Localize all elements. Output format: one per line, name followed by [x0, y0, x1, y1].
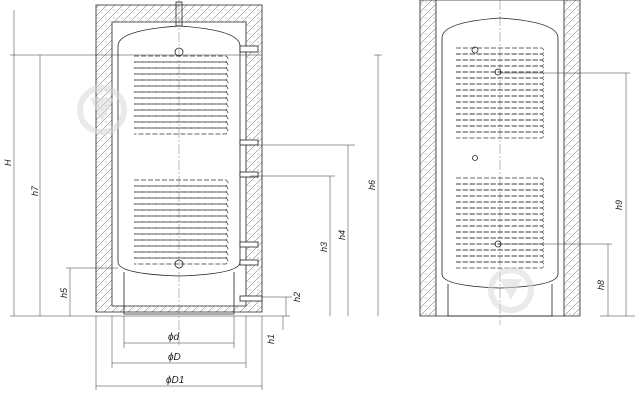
right-connection-3	[472, 155, 478, 161]
coil-turn	[134, 221, 229, 229]
left-side-pipes	[239, 45, 263, 302]
dim-H: H	[3, 159, 13, 166]
left-dimensions: H h7 h5 h2 h1 h3 h4 h6	[3, 10, 382, 344]
right-connection-1	[471, 46, 479, 54]
left-insulation	[95, 4, 263, 313]
coil-turn	[134, 191, 229, 199]
dim-h7: h7	[30, 185, 40, 196]
coil-turn	[456, 131, 545, 139]
right-view: h9 h8	[419, 0, 635, 325]
coil-turn	[134, 209, 229, 217]
coil-turn	[134, 203, 229, 211]
left-upper-coil	[134, 55, 229, 135]
right-upper-coil	[456, 47, 545, 139]
coil-turn	[134, 121, 229, 129]
dim-h5: h5	[59, 287, 69, 298]
coil-turn	[134, 115, 229, 123]
coil-turn	[134, 103, 229, 111]
dim-h9: h9	[614, 200, 624, 210]
coil-turn	[134, 179, 229, 187]
coil-turn	[134, 257, 229, 265]
dim-h8: h8	[596, 280, 606, 290]
left-diameter-dims: ϕd ϕD ϕD1	[95, 316, 263, 390]
coil-turn	[134, 239, 229, 247]
coil-turn	[134, 245, 229, 253]
coil-turn	[134, 197, 229, 205]
coil-turn	[134, 85, 229, 93]
coil-turn	[134, 227, 229, 235]
coil-turn	[134, 73, 229, 81]
coil-turn	[134, 55, 229, 63]
coil-turn	[134, 185, 229, 193]
right-connection-2	[494, 68, 502, 76]
watermark-logo-icon-right	[488, 267, 534, 313]
dim-h6: h6	[367, 180, 377, 190]
dim-h1: h1	[266, 334, 276, 344]
coil-turn	[134, 91, 229, 99]
coil-turn	[456, 261, 545, 269]
coil-turn	[134, 127, 229, 135]
coil-turn	[134, 61, 229, 69]
dim-phi-D1: ϕD1	[166, 375, 184, 386]
dim-phi-D: ϕD	[168, 352, 181, 363]
right-lower-coil	[456, 177, 545, 269]
right-insulation	[419, 0, 581, 317]
right-dimensions: h9 h8	[500, 72, 635, 317]
dim-phi-d: ϕd	[168, 332, 180, 343]
dim-h3: h3	[319, 242, 329, 252]
left-lower-coil	[134, 179, 229, 265]
coil-turn	[134, 79, 229, 87]
coil-turn	[134, 97, 229, 105]
coil-turn	[134, 67, 229, 75]
watermark-logo-icon	[77, 85, 127, 135]
dim-h4: h4	[337, 230, 347, 240]
coil-turn	[134, 233, 229, 241]
dim-h2: h2	[292, 292, 302, 302]
left-view: H h7 h5 h2 h1 h3 h4 h6 ϕd ϕD ϕD1	[3, 0, 382, 390]
coil-turn	[134, 251, 229, 259]
right-tank-shell	[441, 17, 559, 289]
coil-turn	[134, 215, 229, 223]
coil-turn	[134, 109, 229, 117]
